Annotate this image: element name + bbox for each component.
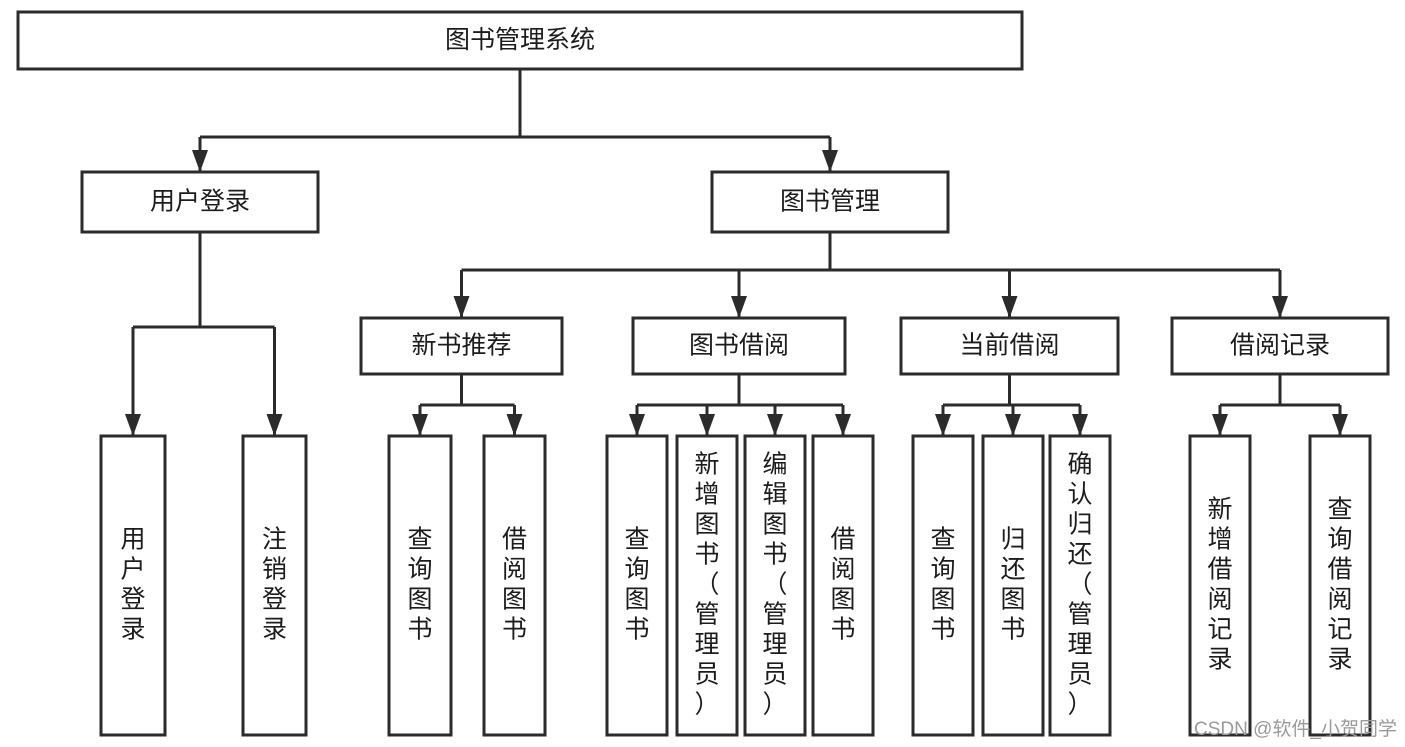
leaf-node-6-label: 编辑图书（管理员） [762, 450, 787, 718]
leaf-node-12[interactable]: 查询借阅记录 [1308, 434, 1372, 737]
leaf-node-1-label: 注销登录 [262, 525, 287, 643]
leaf-node-5[interactable]: 新增图书（管理员） [675, 434, 739, 737]
leaf-node-4-box[interactable] [605, 434, 669, 737]
level3-node-1[interactable]: 图书借阅 [631, 316, 847, 376]
leaf-node-7-label: 借阅图书 [830, 525, 855, 643]
arrow-head-icon [1212, 414, 1228, 436]
arrow-head-icon [699, 414, 715, 436]
level2-node-1-box[interactable] [710, 170, 950, 234]
leaf-node-3-label: 借阅图书 [502, 525, 527, 643]
leaf-node-7-box[interactable] [811, 434, 875, 737]
root-node-tushuguanlixitong[interactable]: 图书管理系统 [16, 10, 1024, 71]
level3-node-1-label: 图书借阅 [689, 332, 789, 360]
leaf-node-12-box[interactable] [1308, 434, 1372, 737]
edge-layer [125, 69, 1348, 436]
level2-node-1-label: 图书管理 [780, 188, 880, 216]
level3-node-3-box[interactable] [1170, 316, 1390, 376]
level3-node-3-label: 借阅记录 [1230, 332, 1330, 360]
leaf-node-2[interactable]: 查询图书 [387, 434, 453, 737]
arrow-head-icon [629, 414, 645, 436]
leaf-node-9[interactable]: 归还图书 [981, 434, 1045, 737]
leaf-node-4[interactable]: 查询图书 [605, 434, 669, 737]
leaf-node-10-box[interactable] [1048, 434, 1112, 737]
arrow-head-icon [731, 296, 747, 318]
arrow-head-icon [506, 414, 523, 436]
arrow-head-icon [1001, 296, 1018, 318]
leaf-node-8-label: 查询图书 [930, 525, 955, 643]
leaf-node-9-box[interactable] [981, 434, 1045, 737]
level3-node-2-box[interactable] [899, 316, 1120, 376]
leaf-node-2-box[interactable] [387, 434, 453, 737]
leaf-node-6[interactable]: 编辑图书（管理员） [743, 434, 807, 737]
leaf-node-5-box[interactable] [675, 434, 739, 737]
leaf-node-3[interactable]: 借阅图书 [482, 434, 547, 737]
level2-node-0-label: 用户登录 [150, 188, 250, 216]
leaf-node-0-box[interactable] [99, 434, 167, 737]
leaf-node-12-label: 查询借阅记录 [1327, 495, 1352, 673]
leaf-node-9-label: 归还图书 [1000, 525, 1025, 643]
arrow-head-icon [266, 414, 283, 436]
arrow-head-icon [1005, 414, 1021, 436]
arrow-head-icon [1272, 296, 1288, 318]
leaf-node-10[interactable]: 确认归还（管理员） [1048, 434, 1112, 737]
leaf-node-3-box[interactable] [482, 434, 547, 737]
level3-node-3[interactable]: 借阅记录 [1170, 316, 1390, 376]
watermark-text: CSDN @软件_小贺同学 [1194, 719, 1397, 740]
level3-node-1-box[interactable] [631, 316, 847, 376]
arrow-head-icon [822, 150, 838, 172]
leaf-node-5-label: 新增图书（管理员） [694, 450, 719, 718]
arrow-head-icon [835, 414, 851, 436]
leaf-node-0-label: 用户登录 [120, 525, 145, 643]
arrow-head-icon [935, 414, 951, 436]
leaf-node-0[interactable]: 用户登录 [99, 434, 167, 737]
leaf-node-10-label: 确认归还（管理员） [1067, 450, 1092, 718]
leaf-node-6-box[interactable] [743, 434, 807, 737]
level3-node-2[interactable]: 当前借阅 [899, 316, 1120, 376]
arrow-head-icon [125, 414, 141, 436]
arrow-head-icon [192, 150, 208, 172]
leaf-node-11[interactable]: 新增借阅记录 [1188, 434, 1252, 737]
leaf-node-1[interactable]: 注销登录 [241, 434, 308, 737]
level2-node-1[interactable]: 图书管理 [710, 170, 950, 234]
leaf-node-1-box[interactable] [241, 434, 308, 737]
leaf-node-8[interactable]: 查询图书 [911, 434, 975, 737]
level3-node-0-box[interactable] [359, 316, 564, 376]
level2-node-0[interactable]: 用户登录 [80, 170, 320, 234]
arrow-head-icon [1072, 414, 1088, 436]
level3-node-0-label: 新书推荐 [411, 332, 511, 360]
leaf-node-2-label: 查询图书 [407, 525, 432, 643]
leaf-node-7[interactable]: 借阅图书 [811, 434, 875, 737]
root-node-tushuguanlixitong-label: 图书管理系统 [445, 26, 595, 54]
leaf-node-11-box[interactable] [1188, 434, 1252, 737]
leaf-node-4-label: 查询图书 [624, 525, 649, 643]
root-node-tushuguanlixitong-box[interactable] [16, 10, 1024, 71]
level3-node-2-label: 当前借阅 [959, 332, 1059, 360]
arrow-head-icon [767, 414, 783, 436]
level3-node-0[interactable]: 新书推荐 [359, 316, 564, 376]
arrow-head-icon [1332, 414, 1348, 436]
level2-node-0-box[interactable] [80, 170, 320, 234]
arrow-head-icon [453, 296, 470, 318]
arrow-head-icon [412, 414, 428, 436]
leaf-node-8-box[interactable] [911, 434, 975, 737]
node-layer: 图书管理系统用户登录图书管理新书推荐图书借阅当前借阅借阅记录用户登录注销登录查询… [16, 10, 1390, 737]
leaf-node-11-label: 新增借阅记录 [1207, 495, 1232, 673]
